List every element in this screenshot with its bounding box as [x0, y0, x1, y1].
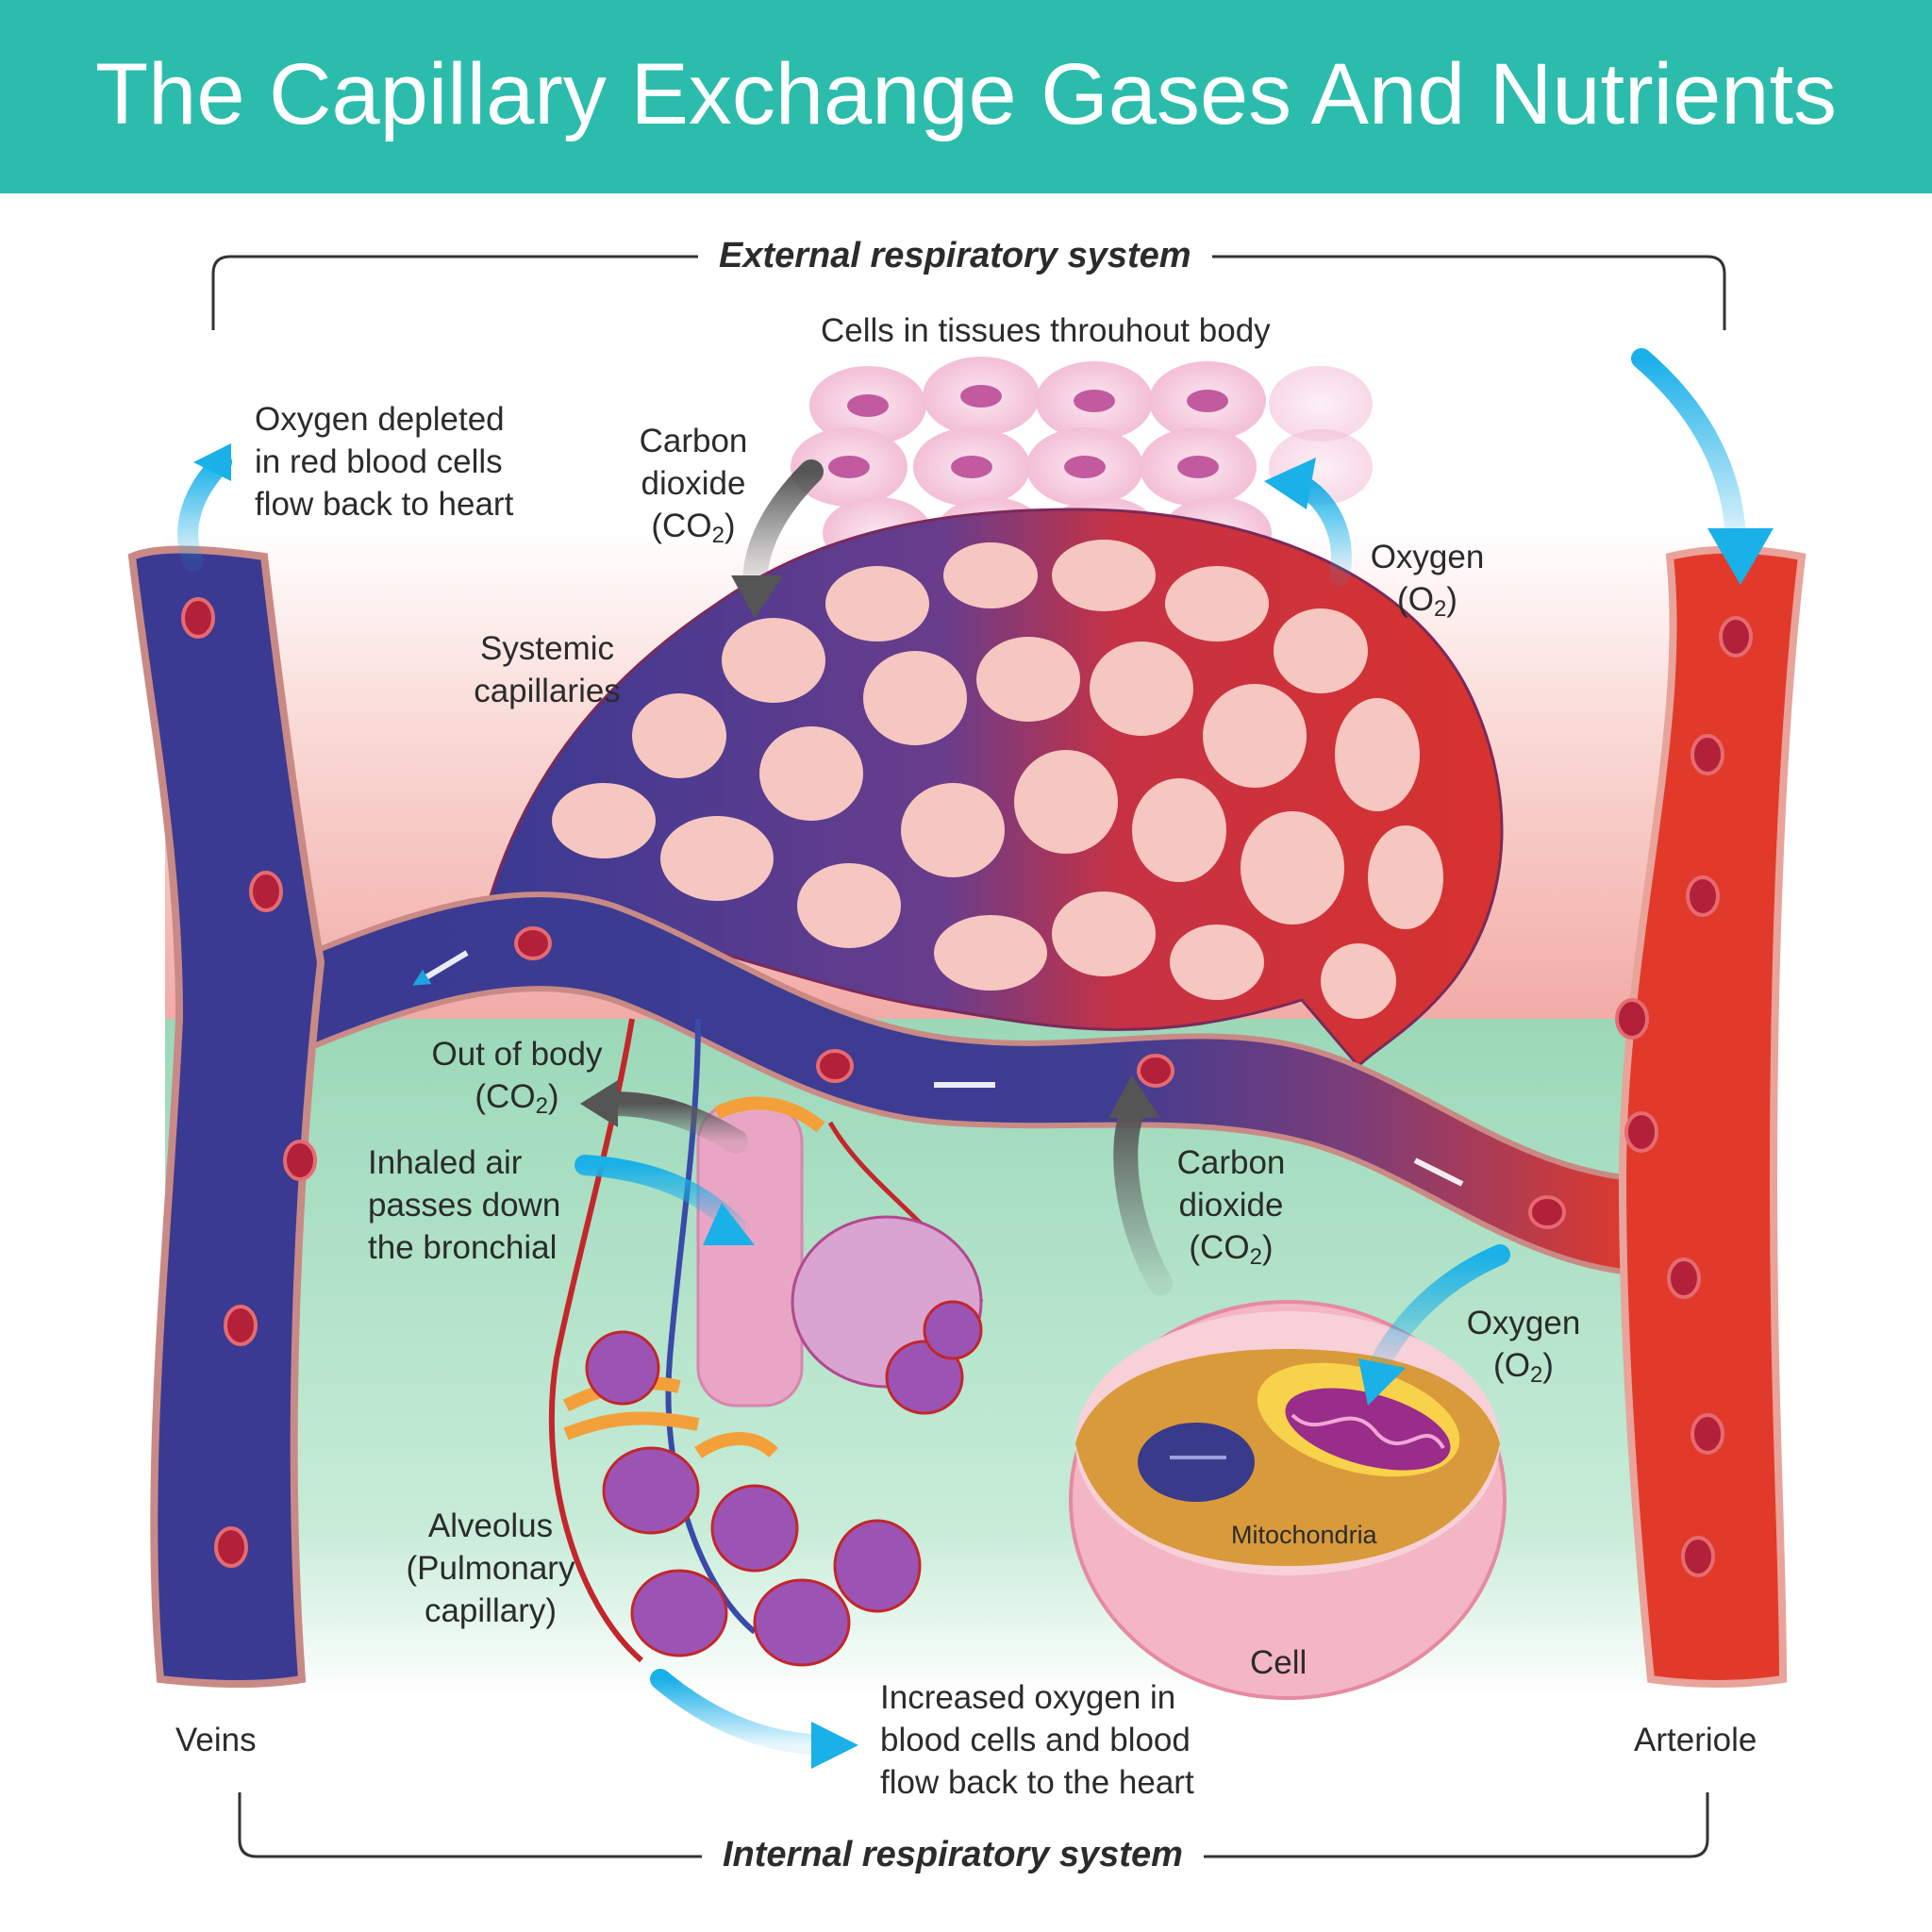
- mitochondria-label: Mitochondria: [1231, 1521, 1377, 1549]
- co2-cell-label: Carbon dioxide (CO2): [1176, 1144, 1286, 1270]
- page-title: The Capillary Exchange Gases And Nutrien…: [94, 46, 1838, 142]
- oxygen-right-label: Oxygen (O2): [1466, 1305, 1581, 1388]
- cells-tissues-label: Cells in tissues throuhout body: [821, 312, 1271, 349]
- vein-vessel: [127, 545, 325, 1688]
- arteriole-label: Arteriole: [1634, 1722, 1757, 1758]
- red-blood-cells: [181, 597, 1753, 1577]
- out-of-body-label: Out of body (CO2): [431, 1036, 603, 1119]
- bronchial-tree: [548, 1018, 984, 1667]
- arteriole-vessel: [1618, 545, 1807, 1688]
- co2-arrows: [601, 459, 1173, 1295]
- body-cell: [1069, 1300, 1507, 1700]
- oxygen-depleted-label: Oxygen depleted in red blood cells flow …: [255, 401, 514, 523]
- title-banner: [0, 0, 1932, 193]
- inhaled-air-label: Inhaled air passes down the bronchial: [368, 1144, 561, 1266]
- increased-oxygen-label: Increased oxygen in blood cells and bloo…: [880, 1679, 1194, 1801]
- internal-system-label: Internal respiratory system: [702, 1835, 1204, 1875]
- alveolus-label: Alveolus (Pulmonary capillary): [406, 1507, 575, 1629]
- cell-label: Cell: [1250, 1644, 1307, 1681]
- co2-top-label: Carbon dioxide (CO2): [639, 423, 748, 548]
- co2-arrowheads: [580, 575, 1160, 1127]
- systemic-capillaries-label: Systemic capillaries: [474, 630, 621, 709]
- systemic-capillary-network: [489, 508, 1504, 1069]
- external-system-label: External respiratory system: [698, 236, 1212, 276]
- oxygen-arrowheads: [193, 443, 1774, 1769]
- veins-label: Veins: [175, 1722, 257, 1758]
- flow-arrows: [412, 950, 1464, 1187]
- oxygen-top-label: Oxygen (O2): [1370, 539, 1485, 622]
